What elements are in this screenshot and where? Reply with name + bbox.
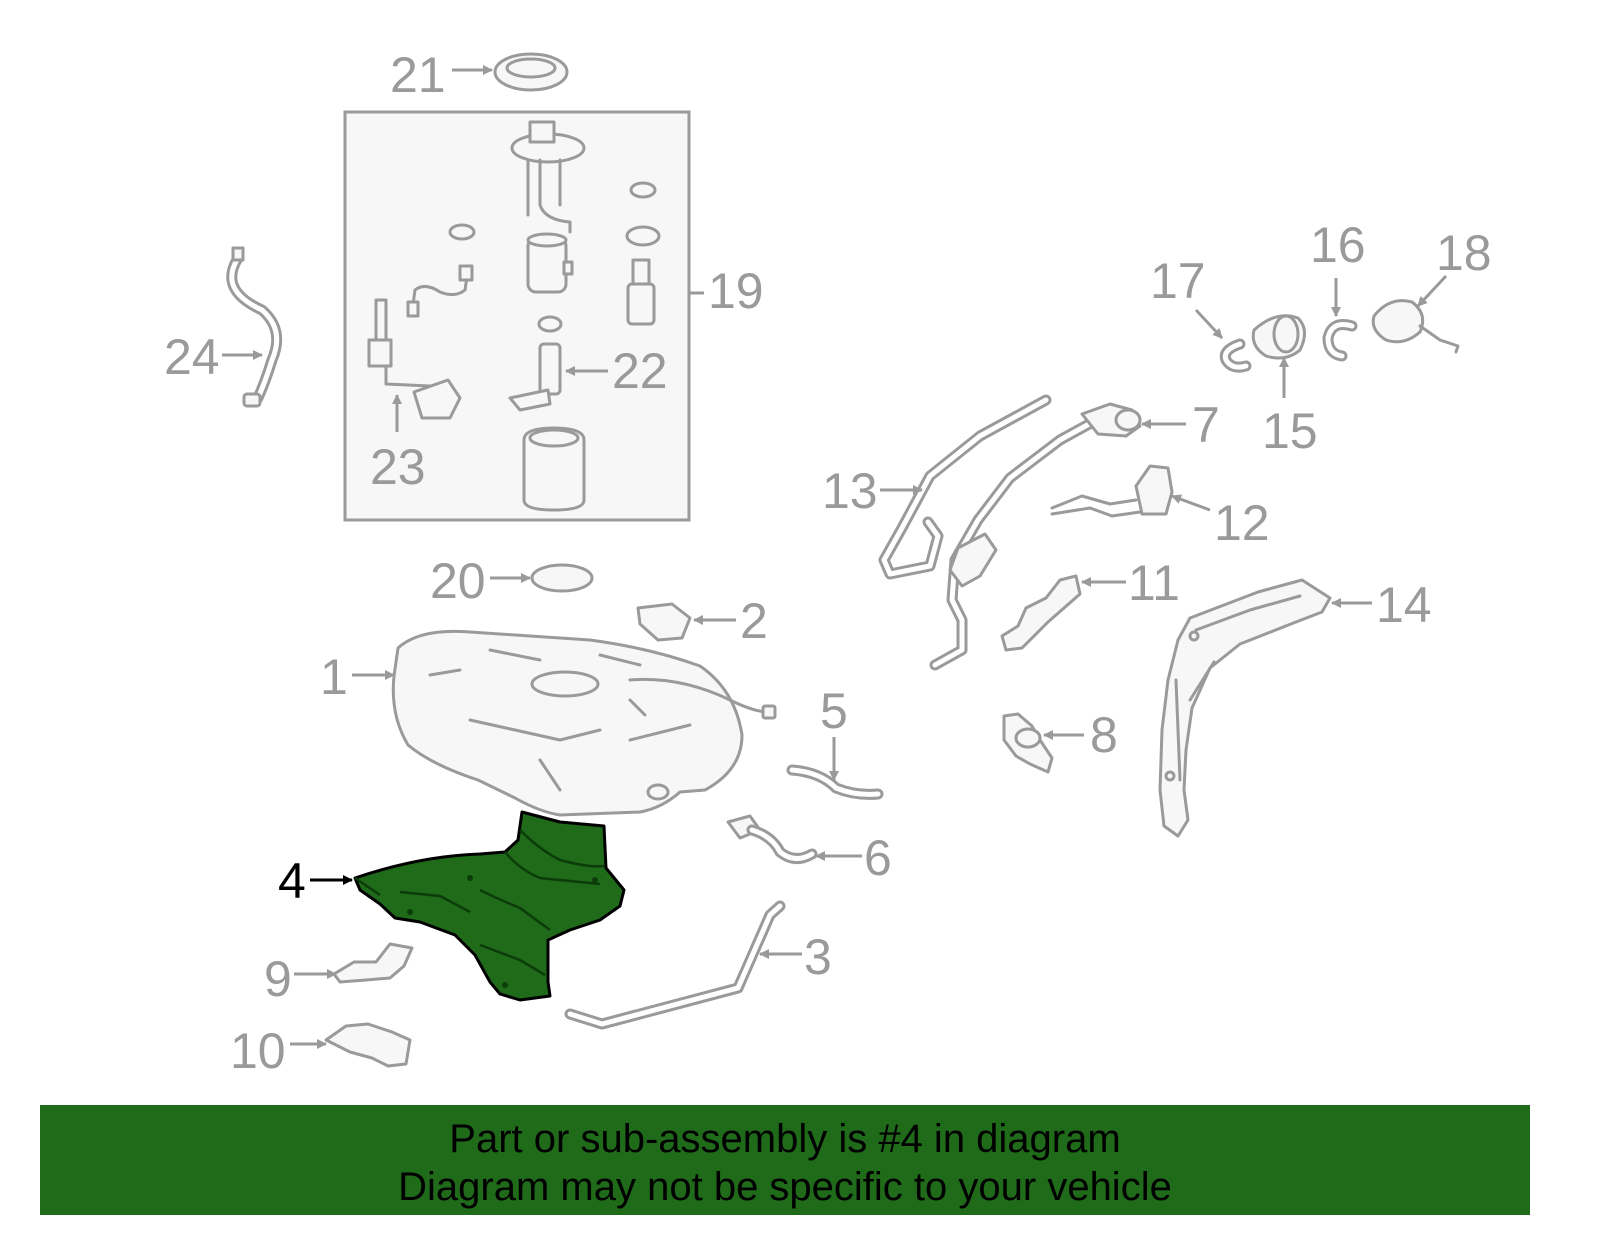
callout-16: 16	[1310, 217, 1366, 273]
callout-22: 22	[612, 343, 668, 399]
pump-filter-part	[522, 426, 586, 512]
breather-pipe-13-part	[878, 394, 1052, 580]
fuel-sender-part	[508, 342, 562, 412]
seal-ring-part	[625, 225, 661, 247]
footer-banner: Part or sub-assembly is #4 in diagram Di…	[40, 1105, 1530, 1215]
bracket-10-part	[324, 1022, 412, 1068]
callout-11: 11	[1128, 555, 1180, 611]
footer-part-note: Part or sub-assembly is #4 in diagram	[449, 1117, 1121, 1161]
callout-17: 17	[1150, 253, 1206, 309]
callout-23: 23	[370, 439, 426, 495]
pump-motor-part	[526, 232, 574, 294]
callout-13: 13	[822, 463, 878, 519]
callout-8: 8	[1090, 707, 1118, 763]
seal-ring-part	[448, 223, 476, 241]
retainer-ring-17-part	[1219, 338, 1252, 373]
filler-neck-15-part	[1251, 314, 1306, 360]
pump-harness-part	[410, 268, 470, 314]
pump-module-group	[343, 110, 691, 522]
callout-21: 21	[390, 47, 446, 103]
callout-1: 1	[320, 649, 348, 705]
hose-6-part	[726, 814, 818, 864]
bracket-2-part	[636, 602, 692, 642]
callout-20: 20	[430, 553, 486, 609]
callout-5: 5	[820, 683, 848, 739]
fuel-cap-18-part	[1371, 299, 1460, 354]
under-cover-part-highlighted	[353, 810, 626, 1002]
callout-9: 9	[264, 951, 292, 1007]
callout-2: 2	[740, 593, 768, 649]
fuel-tank-part	[391, 629, 777, 817]
wire-24-part	[226, 246, 283, 408]
filler-pipe-7-part	[929, 402, 1142, 671]
callout-18: 18	[1436, 225, 1492, 281]
footer-disclaimer: Diagram may not be specific to your vehi…	[398, 1165, 1172, 1209]
callout-19: 19	[708, 263, 764, 319]
callout-labels: 21 19 24 22 23 20 2 1 5 6 4 3 9 10 7 12 …	[164, 47, 1492, 1079]
strap-3-part	[564, 900, 786, 1030]
callout-7: 7	[1192, 397, 1220, 453]
regulator-part	[626, 258, 656, 326]
callout-14: 14	[1376, 577, 1432, 633]
callout-12: 12	[1214, 495, 1270, 551]
callout-10: 10	[230, 1023, 286, 1079]
ring-21-part	[493, 52, 569, 92]
bracket-9-part	[332, 942, 414, 984]
callout-6: 6	[864, 830, 892, 886]
callout-4: 4	[278, 853, 306, 909]
level-sender-part	[367, 298, 462, 420]
leader-arrows	[222, 65, 1448, 1049]
protector-14-part	[1158, 578, 1332, 838]
bracket-8-part	[1002, 712, 1054, 774]
bracket-11-part	[1000, 574, 1082, 652]
pump-flange-part	[510, 120, 586, 234]
hose-5-part	[786, 764, 884, 800]
callout-24: 24	[164, 329, 220, 385]
seal-ring-part	[537, 315, 563, 333]
bracket-12-part	[1050, 464, 1174, 518]
callout-15: 15	[1262, 403, 1318, 459]
ring-20-part	[530, 563, 594, 593]
callout-3: 3	[804, 929, 832, 985]
gasket-16-part	[1322, 319, 1358, 362]
seal-ring-part	[629, 181, 657, 199]
